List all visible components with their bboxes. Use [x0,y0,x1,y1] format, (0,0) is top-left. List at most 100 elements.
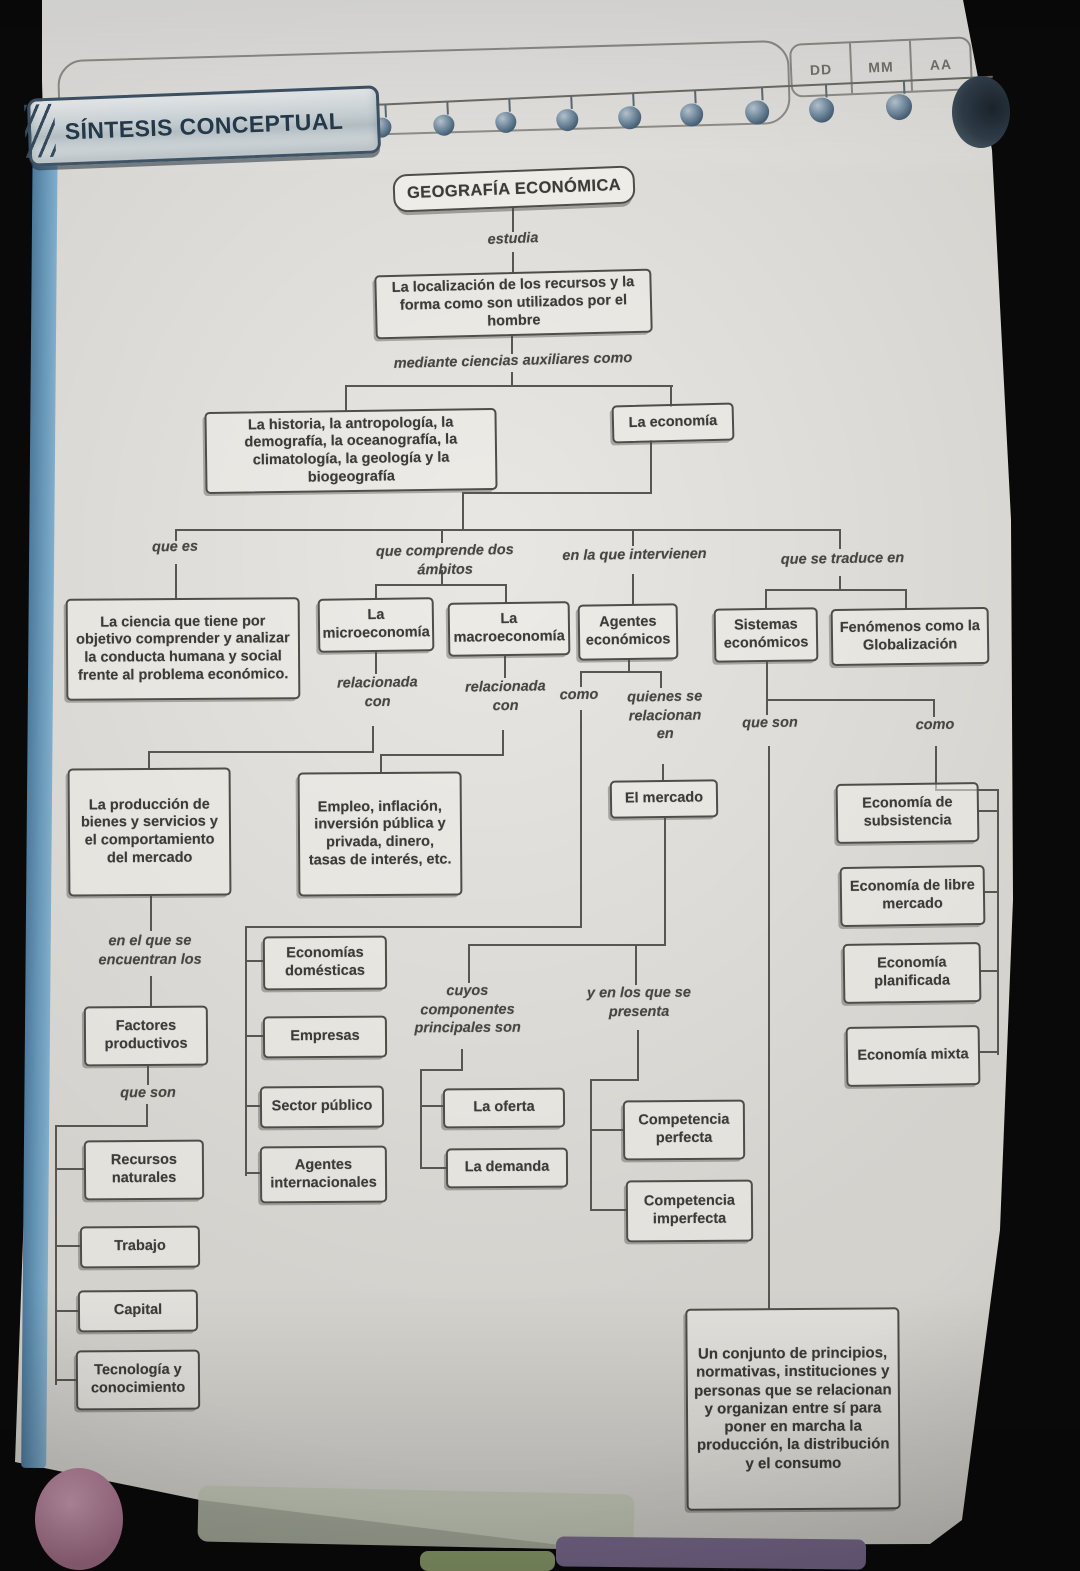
node-localizacion: La localización de los recursos y la for… [374,268,653,340]
binder-ring [617,93,642,130]
edge-label-estudia: estudia [487,230,539,248]
node-objetivo: La ciencia que tiene por objetivo compre… [65,597,301,701]
connector-line [505,584,507,603]
connector-line [55,1379,78,1381]
edge-label-como-sistemas: como [915,716,955,734]
connector-line [660,671,662,688]
connector-line [372,726,374,753]
connector-line [375,584,507,586]
edge-label-comprende: que comprende dos ámbitos [375,542,514,578]
connector-line [766,699,935,701]
connector-line [468,944,666,946]
node-el-mercado: El mercado [609,779,719,819]
connector-line [55,1245,82,1247]
connector-line [175,529,177,541]
node-agentes-economicos: Agentes económicos [577,603,679,661]
connector-line [590,1209,628,1211]
connector-line [441,570,443,586]
background-object [35,1468,123,1570]
connector-line [375,584,377,600]
connector-line [905,589,907,609]
connector-line [765,589,767,609]
connector-line [375,651,377,674]
node-la-economia: La economía [611,402,735,444]
edge-label-presenta: y en los que se presenta [586,984,691,1020]
binder-ring [744,87,770,126]
binder-ring-stem [902,80,906,94]
node-ciencias-auxiliares: La historia, la antropología, la demogra… [204,407,498,495]
connector-line [662,764,664,781]
node-capital: Capital [77,1289,199,1333]
node-competencia-perfecta: Competencia perfecta [622,1099,746,1161]
connector-line [55,1125,148,1127]
connector-line [150,976,152,1007]
connector-line [590,1129,625,1131]
edge-label-que-son-sistemas: que son [742,714,798,732]
binder-ring [494,98,517,134]
edge-label-intervienen: en la que intervienen [562,545,707,565]
node-la-oferta: La oferta [442,1087,566,1129]
binder-ring-stem [632,93,635,107]
connector-line [978,810,999,812]
edge-label-en-el-que: en el que se encuentran los [98,932,202,968]
edge-label-que-es: que es [151,538,199,556]
connector-line [441,529,443,543]
connector-line [175,564,177,599]
connector-line [933,699,935,717]
node-competencia-imperfecta: Competencia imperfecta [625,1179,754,1243]
binder-ring-ball [679,103,704,128]
edge-label-cuyos: cuyos componentes principales son [414,982,521,1037]
connector-line [245,960,265,962]
connector-line [150,894,152,931]
binder-ring-ball [885,93,913,121]
connector-line [55,1168,86,1170]
connector-line [635,944,637,985]
connector-line [245,926,582,928]
binder-ring-ball [555,108,579,132]
node-sector-publico: Sector público [259,1085,385,1129]
connector-line [245,1105,262,1107]
edge-label-como-agentes: como [559,686,599,704]
binder-ring-ball [617,105,642,130]
binder-ring-ball [494,111,517,134]
binder-ring [432,101,455,137]
node-recursos-naturales: Recursos naturales [83,1139,205,1201]
node-economia-libre-mercado: Economía de libre mercado [839,864,986,928]
connector-line [245,1035,265,1037]
node-trabajo: Trabajo [79,1225,201,1269]
section-title: SÍNTESIS CONCEPTUAL [64,107,344,144]
node-microeconomia: La microeconomía [317,597,435,653]
node-empresas: Empresas [262,1015,388,1059]
connector-line [512,252,514,274]
node-sistemas-economicos: Sistemas económicos [713,607,819,663]
connector-line [839,576,841,591]
binder-ring [808,84,835,124]
binder-ring-ball [432,114,455,137]
connector-line [664,817,666,946]
connector-line [245,926,247,1176]
binder-ring [885,80,913,121]
connector-line [468,944,470,983]
binder-ring-ball [808,97,835,124]
node-fenomenos-globalizacion: Fenómenos como la Globalización [830,606,990,667]
connector-line [245,1172,262,1174]
connector-line [590,1079,639,1081]
section-title-banner: SÍNTESIS CONCEPTUAL [24,85,382,167]
connector-line [55,1125,57,1385]
binder-ring-stem [570,95,573,109]
binder-ring-stem [383,104,387,118]
connector-line [839,529,841,549]
connector-line [420,1105,445,1107]
connector-line [504,655,506,678]
connector-line [380,754,504,756]
background-object [420,1551,555,1571]
connector-line [146,1104,148,1127]
connector-line [980,1051,999,1053]
connector-line [980,970,999,972]
edge-label-relacionada-1: relacionada con [336,674,418,710]
binder-ring-stem [824,84,828,98]
connector-line [420,1167,448,1169]
node-produccion: La producción de bienes y servicios y el… [67,767,232,897]
connector-line [462,492,464,530]
